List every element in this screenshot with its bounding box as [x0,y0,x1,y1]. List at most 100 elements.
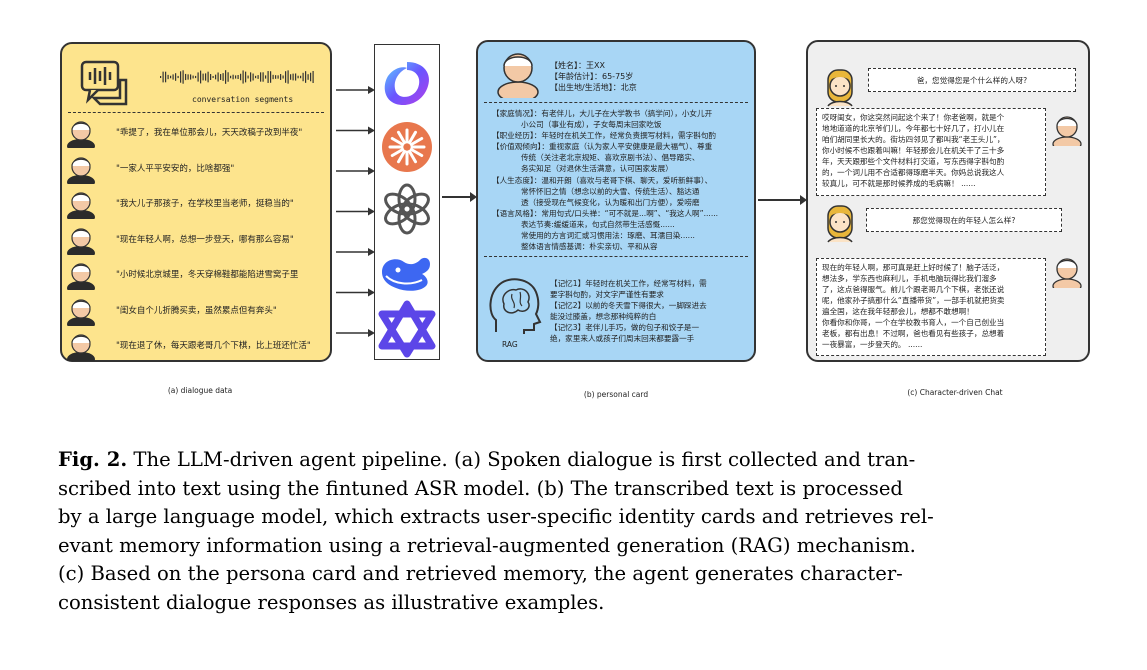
waveform-bar [270,71,272,83]
answer-line: 一夜暴富，一步登天的。 ...... [822,340,923,349]
divider [484,256,748,257]
caption-line: by a large language model, which extract… [58,505,934,528]
quote-row: "现在年轻人啊，总想一步登天，哪有那么容易" [66,225,328,255]
arrow-head [368,86,375,94]
waveform-bar [297,75,299,79]
answer-bubble-1: 哎呀闺女，你这突然问起这个来了！你老爸啊，就是个地地道道的北京爷们儿，今年都七十… [816,108,1046,196]
waveform-bar [312,70,314,84]
waveform-bar [290,74,292,80]
caption-line: consistent dialogue responses as illustr… [58,590,605,614]
divider [484,102,748,103]
segments-label: conversation segments [192,95,294,104]
waveform-bar [310,72,312,82]
waveform-bar [210,74,212,80]
waveform-bar [307,74,309,80]
waveform-bar [197,72,199,82]
waveform-bar [260,72,262,82]
answer-line: 的，一个词儿用不合适都得琢磨半天。你妈总说我这人 [822,168,1005,177]
memory-line: 【记忆1】年轻时在机关工作，经常写材料，需 [550,279,707,288]
waveform-bar [242,70,244,84]
waveform-bar [212,75,214,79]
waveform-bar [162,71,164,83]
question-bubble-2: 那您觉得现在的年轻人怎么样? [866,208,1062,232]
logo-ray [390,137,405,146]
persona-line: 透（接受现在气候变化，认为暖和出门方便），爱唠磨 [492,197,700,207]
logo-ray [397,130,406,145]
waveform-bar [265,75,267,79]
waveform-bar [272,74,274,80]
answer-line: 咱们胡同里长大的。街坊四邻见了都叫我“老王头儿”， [822,135,1005,144]
asterisk-sun-logo-icon [382,122,432,172]
logo-ray [390,148,405,157]
waveform-bar [207,71,209,83]
arrow-to-card [442,192,477,202]
waveform-bar [225,70,227,84]
answer-line: 你看你和你哥，一个在学校教书育人，一个自己创业当 [822,318,1005,327]
waveform-bar [180,71,182,83]
figure-label: Fig. 2. [58,448,128,471]
memory-list: 【记忆1】年轻时在机关工作，经常写材料，需要字斟句酌，对文字严谨性有要求【记忆2… [550,278,707,345]
caption-line: The LLM-driven agent pipeline. (a) Spoke… [133,448,916,471]
waveform-bar [245,71,247,83]
arrow-head [368,167,375,175]
answer-line: 遍全国，这在我年轻那会儿，想都不敢想啊！ [822,307,974,316]
persona-line: 【价值观倾向】：重视家庭（认为家人平安健康是最大福气）、尊重 [492,142,713,152]
persona-line: 【人生态度】：温和开朗（喜欢与老哥下棋、聊天，爱听新鲜事）、 [492,175,713,185]
card-name: 【姓名】：王XX [550,61,605,70]
memory-line: 【记忆3】老伴儿手巧，做的包子和饺子是一 [550,323,700,333]
waveform-bar [287,70,289,84]
elder-avatar [67,263,95,290]
waveform-bar [280,74,282,80]
waveform-bar [235,75,237,79]
elder-avatar [67,298,95,326]
logo-ray [409,137,424,146]
waveform-bar [232,74,234,80]
persona-line: 【家庭情况】：有老伴儿，大儿子在大学教书（搞学问），小女儿开 [492,109,713,118]
waveform-bar [252,73,254,81]
persona-details: 【家庭情况】：有老伴儿，大儿子在大学教书（搞学问），小女儿开 小公司（事业有成）… [492,108,718,252]
character-chat-panel: 爸，您觉得您是个什么样的人呀? 哎呀闺女，你这突然问起这个来了！你老爸啊，就是个… [806,40,1090,362]
quote-row: "一家人平平安安的，比啥都强" [66,154,328,184]
quote-row: "现在退了休，每天跟老哥几个下棋，比上班还忙活" [66,331,328,361]
elder-avatar [1052,116,1082,146]
quote-text: "小时候北京城里，冬天穿棉鞋都能陷进雪窝子里 [116,270,299,280]
waveform-bar [167,74,169,80]
waveform-bar [247,75,249,79]
caption-line: scribed into text using the fintuned ASR… [58,476,903,500]
answer-line: 呢，他家孙子搞那什么“直播带货”，一部手机就把货卖 [822,296,1005,305]
logo-disc [382,122,432,172]
subcaption-b: (b) personal card [583,390,649,399]
persona-line: 【职业经历】：年轻时在机关工作，经常负责撰写材料，需字斟句酌 [492,131,717,141]
elder-avatar [67,121,95,148]
waveform-bar [170,75,172,79]
arrow-head [368,288,375,297]
whale-logo-icon [382,257,430,291]
waveform-bar [302,72,304,82]
subcaption-c: (c) Character-driven Chat [907,388,1003,397]
waveform-bar [230,75,232,79]
answer-bubble-2: 现在的年轻人啊，那可真是赶上好时候了！脑子活泛，想法多，学东西也麻利儿，手机电脑… [816,258,1046,356]
quote-text: "现在退了休，每天跟老哥几个下棋，比上班还忙活" [116,341,311,351]
waveform-bar [177,75,179,79]
daughter-avatar [827,69,853,107]
waveform-bar [255,75,257,79]
logo-ray [397,149,406,164]
waveform-bar [172,74,174,80]
star-polygon-logo-icon [378,300,436,358]
waveform-bar [305,71,307,83]
waveform-bar [182,70,184,84]
waveform-bar [227,72,229,82]
waveform-bar [222,73,224,81]
logo-ray [408,149,417,164]
elder-avatar [1052,258,1082,288]
elder-avatar [67,156,95,184]
divider [68,112,324,113]
waveform-bar [257,75,259,79]
waveform-bar [185,73,187,81]
waveform-bar [165,71,167,83]
answer-line: 你小时候不也跟着叫嘛！年轻那会儿在机关干了三十多 [822,146,1005,155]
waveform-bar [195,75,197,79]
persona-line: 传统（关注老北京规矩、喜欢京剧书法）、倡导踏实、 [492,153,700,163]
waveform-bar [300,75,302,79]
persona-line: 常使用的方言词汇或习惯用法：琢磨、耳濡目染...... [492,231,695,241]
